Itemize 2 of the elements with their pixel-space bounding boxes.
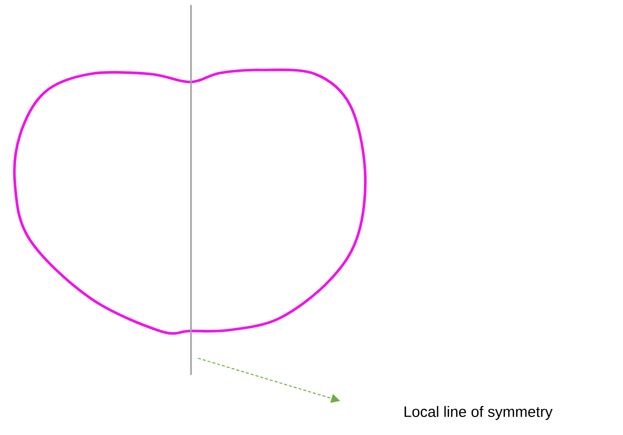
symmetry-line [190,5,192,375]
label-text: Local line of symmetry [404,406,553,420]
